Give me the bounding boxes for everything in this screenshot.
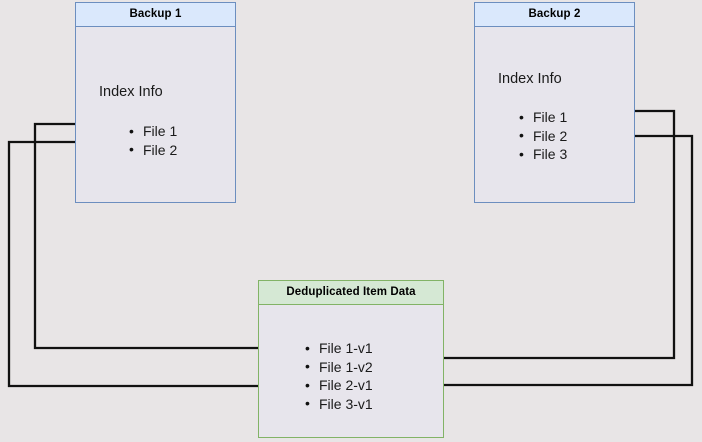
node-deduplicated-item-data-title: Deduplicated Item Data <box>259 281 443 305</box>
deduplicated-item-list: File 1-v1 File 1-v2 File 2-v1 File 3-v1 <box>305 339 373 413</box>
list-item[interactable]: File 3 <box>519 145 567 164</box>
backup-2-file-list: File 1 File 2 File 3 <box>519 108 567 164</box>
node-deduplicated-item-data[interactable]: Deduplicated Item Data File 1-v1 File 1-… <box>258 280 444 438</box>
node-backup-1-title: Backup 1 <box>76 3 235 27</box>
node-backup-2-title: Backup 2 <box>475 3 634 27</box>
backup-1-index-info-label: Index Info <box>99 84 163 100</box>
list-item[interactable]: File 1-v2 <box>305 357 373 377</box>
node-backup-1[interactable]: Backup 1 Index Info File 1 File 2 <box>75 2 236 203</box>
list-item[interactable]: File 2 <box>129 140 177 160</box>
node-backup-1-body: Index Info File 1 File 2 <box>76 27 235 202</box>
list-item[interactable]: File 1 <box>519 108 567 127</box>
list-item[interactable]: File 1 <box>129 122 177 141</box>
node-backup-2[interactable]: Backup 2 Index Info File 1 File 2 File 3 <box>474 2 635 203</box>
list-item[interactable]: File 1-v1 <box>305 339 373 358</box>
node-backup-2-body: Index Info File 1 File 2 File 3 <box>475 27 634 202</box>
backup-2-index-info-label: Index Info <box>498 71 562 87</box>
list-item[interactable]: File 2 <box>519 126 567 146</box>
list-item[interactable]: File 3-v1 <box>305 394 373 414</box>
backup-1-file-list: File 1 File 2 <box>129 122 177 159</box>
node-deduplicated-item-data-body: File 1-v1 File 1-v2 File 2-v1 File 3-v1 <box>259 305 443 437</box>
list-item[interactable]: File 2-v1 <box>305 376 373 395</box>
